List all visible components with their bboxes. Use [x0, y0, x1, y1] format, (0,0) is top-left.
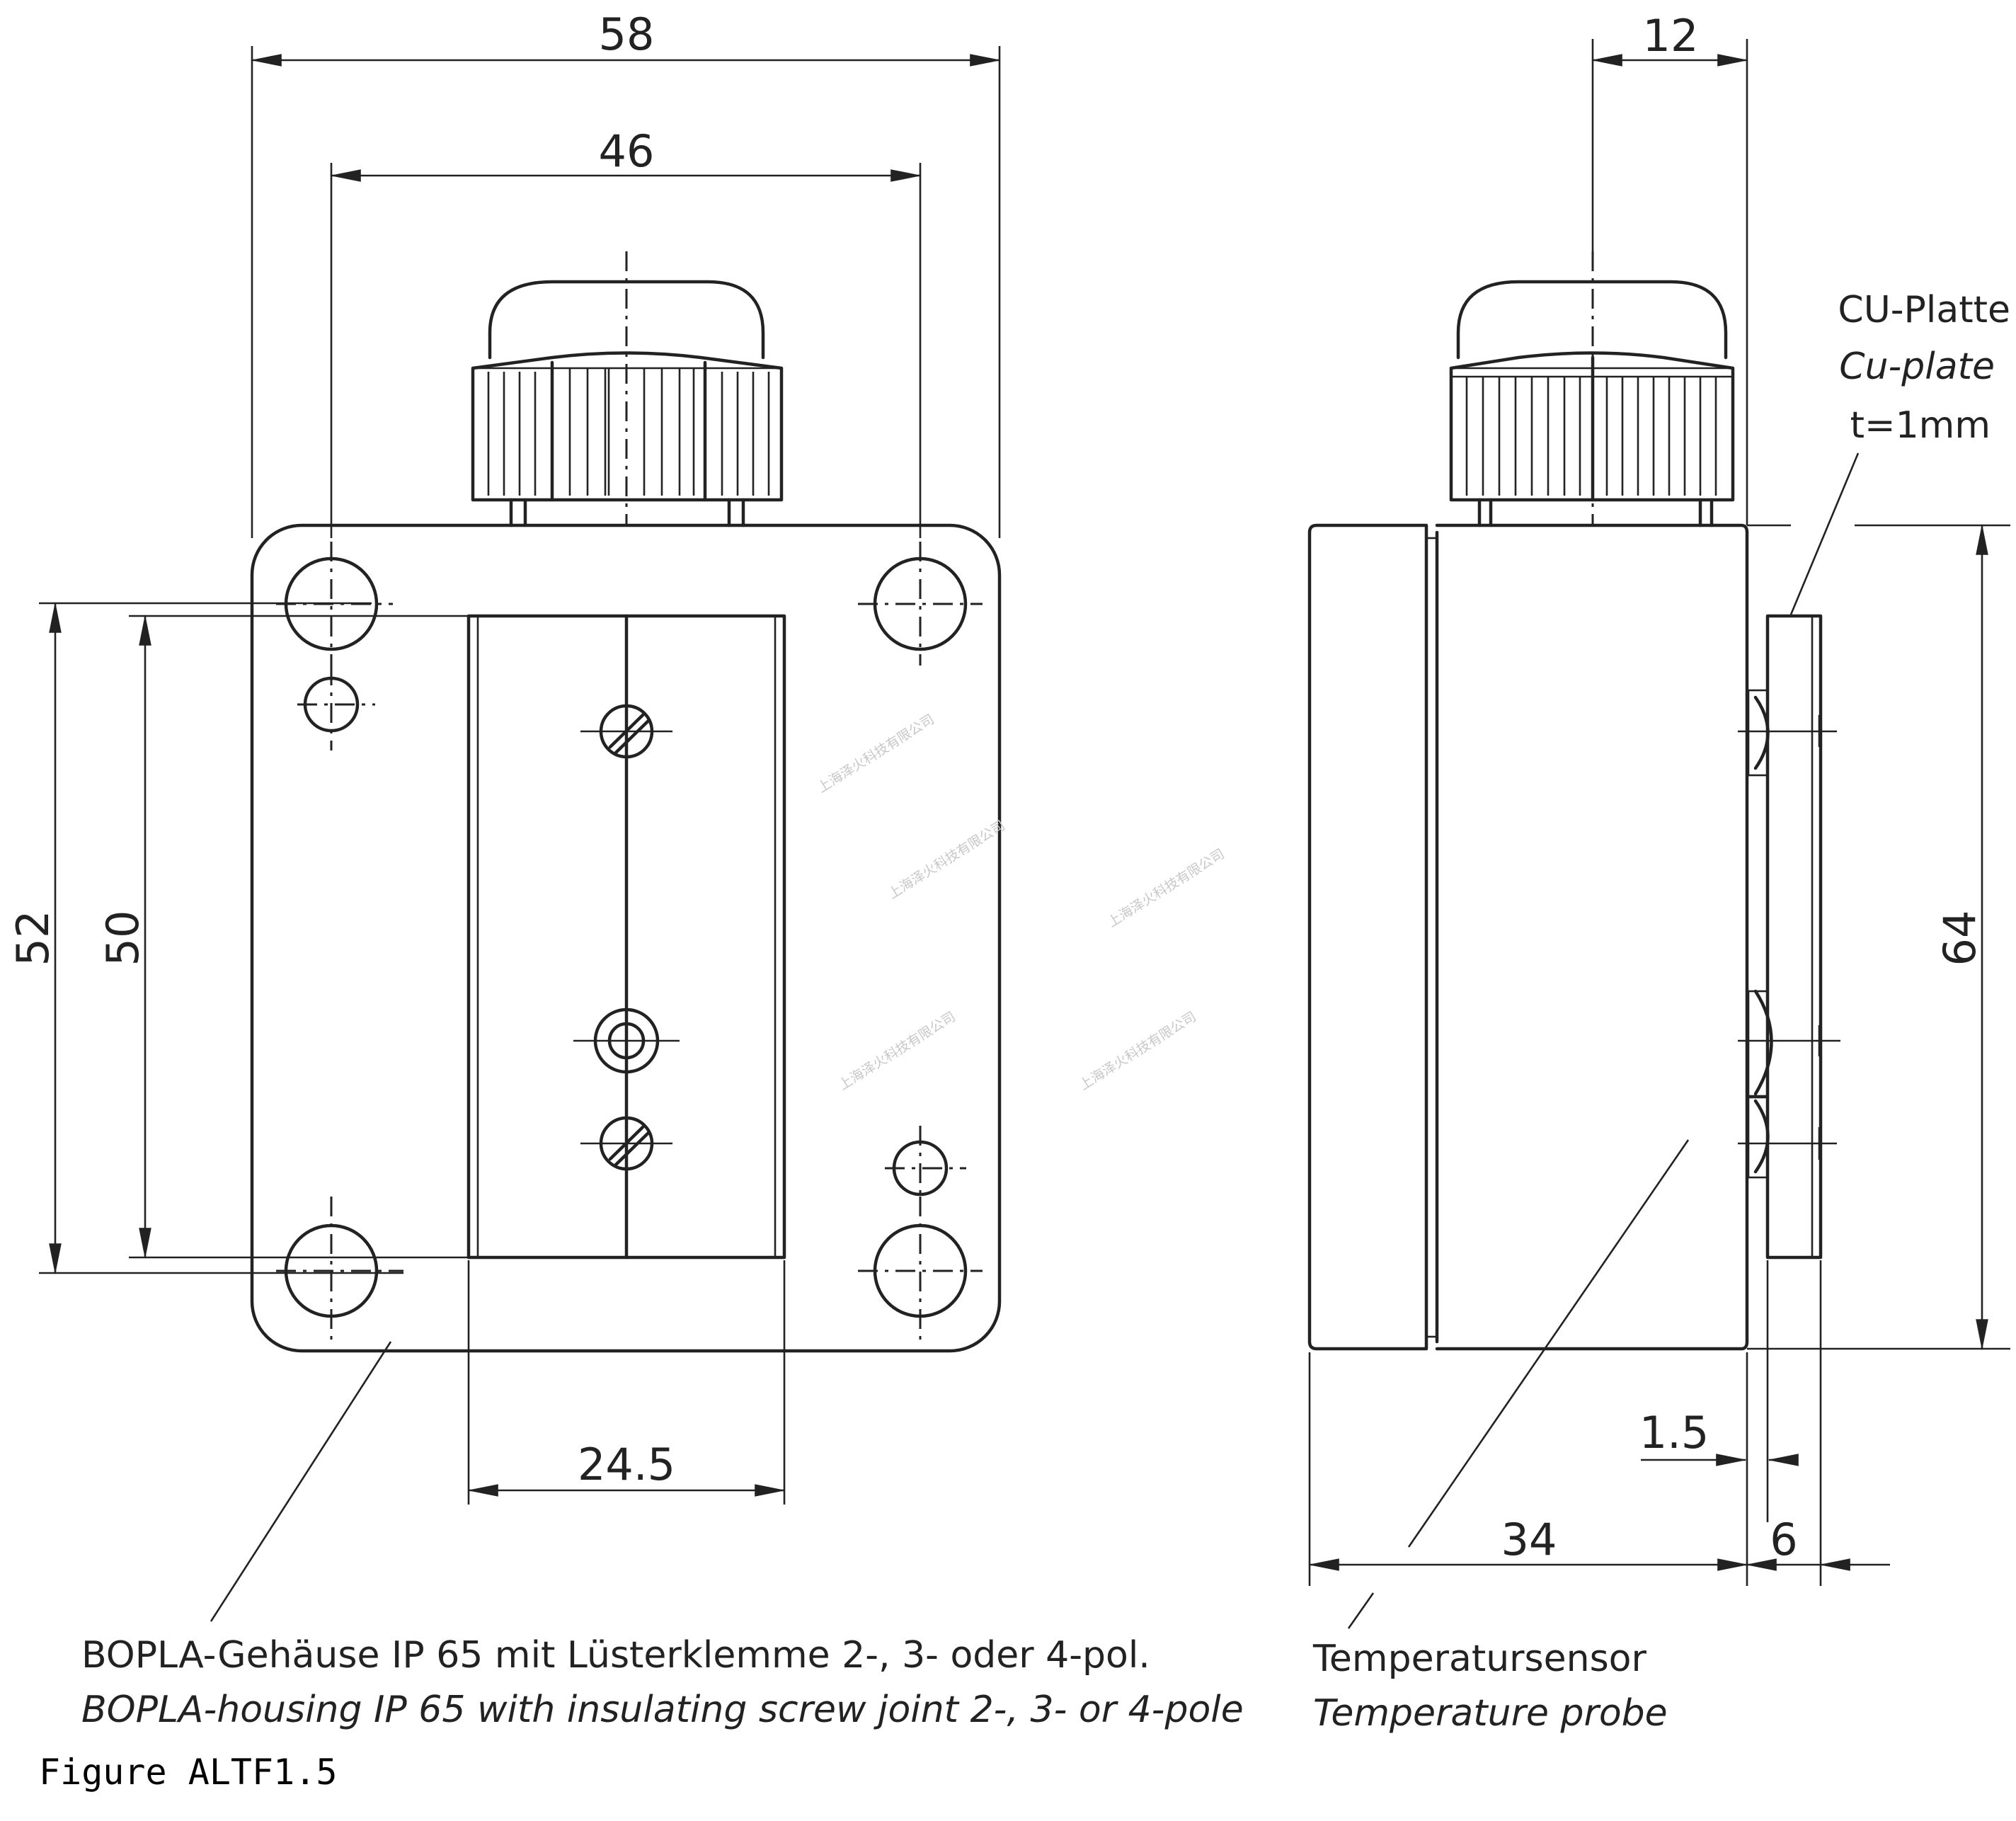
side-view: 12 64 1.5 34 6 CU-Platte Cu-plate t=1mm … — [1307, 10, 2010, 1735]
cu-plate-label-2: Cu-plate — [1839, 346, 1995, 388]
sensor-callout-line1: Temperatursensor — [1312, 1638, 1646, 1680]
dim-hole-spacing: 46 — [599, 125, 655, 177]
dim-gland-offset: 12 — [1643, 10, 1699, 62]
front-terminal-block — [466, 614, 786, 1260]
side-cu-plate — [1738, 614, 1840, 1260]
svg-text:上海泽火科技有限公司: 上海泽火科技有限公司 — [815, 712, 937, 796]
front-view: 58 46 24.5 52 50 BOPLA-Gehäuse IP 65 mit… — [7, 8, 1244, 1731]
dim-side-depth: 34 — [1501, 1514, 1557, 1565]
sensor-leader — [1407, 1139, 1690, 1548]
front-dimension-lines — [39, 46, 1002, 1505]
cu-plate-label-3: t=1mm — [1850, 404, 1991, 447]
cu-plate-label-1: CU-Platte — [1838, 289, 2010, 331]
sensor-callout-line2: Temperature probe — [1313, 1692, 1668, 1735]
dim-width-overall: 58 — [599, 8, 655, 60]
watermarks: 上海泽火科技有限公司 上海泽火科技有限公司 上海泽火科技有限公司 上海泽火科技有… — [815, 712, 1227, 1093]
svg-text:上海泽火科技有限公司: 上海泽火科技有限公司 — [886, 818, 1008, 902]
cu-plate-leader — [1789, 452, 1860, 615]
dim-height-inner: 50 — [97, 910, 149, 966]
svg-text:上海泽火科技有限公司: 上海泽火科技有限公司 — [836, 1009, 958, 1093]
front-callout-line2: BOPLA-housing IP 65 with insulating scre… — [81, 1689, 1244, 1731]
front-mounting-holes — [276, 542, 983, 1345]
side-dimension-lines — [1307, 39, 2010, 1586]
front-cable-gland — [471, 280, 784, 527]
dim-plate-gap: 1.5 — [1639, 1407, 1709, 1458]
dim-plate-depth: 6 — [1770, 1514, 1797, 1565]
svg-text:上海泽火科技有限公司: 上海泽火科技有限公司 — [1105, 846, 1227, 930]
side-body — [1435, 523, 1749, 1351]
side-lid — [1307, 523, 1428, 1351]
dim-terminal-width: 24.5 — [578, 1439, 675, 1490]
front-callout-line1: BOPLA-Gehäuse IP 65 mit Lüsterklemme 2-,… — [81, 1634, 1150, 1677]
front-callout-leader — [210, 1341, 392, 1622]
figure-caption: Figure ALTF1.5 — [39, 1752, 337, 1793]
svg-text:上海泽火科技有限公司: 上海泽火科技有限公司 — [1077, 1009, 1199, 1093]
dim-side-height: 64 — [1934, 910, 1986, 966]
dim-height-outer: 52 — [7, 910, 59, 966]
